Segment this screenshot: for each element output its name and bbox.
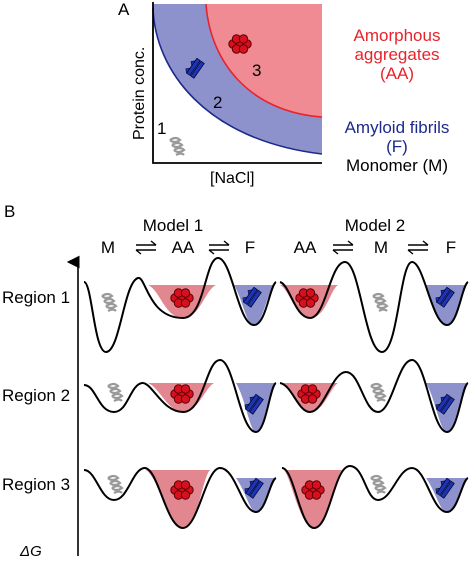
model-1-state-2: AA: [172, 238, 195, 257]
region-number-3: 3: [252, 61, 261, 80]
model-2-state-1: AA: [294, 238, 317, 257]
region-number-2: 2: [213, 93, 222, 112]
y-axis-label: Protein conc.: [131, 47, 148, 140]
energy-curve: [83, 358, 277, 434]
delta-g-label: ΔG: [19, 543, 42, 560]
panel-b-label: B: [4, 202, 15, 221]
aa-well: [284, 470, 342, 528]
energy-curve: [279, 358, 469, 434]
legend-f-line2: (F): [386, 137, 408, 156]
energy-curve: [281, 464, 469, 530]
energy-curve: [83, 466, 277, 530]
model-1-state-1: M: [101, 238, 115, 257]
legend-m: Monomer (M): [346, 156, 448, 175]
energy-landscape-region-2: [83, 358, 469, 434]
region-number-1: 1: [157, 119, 166, 138]
model-2-title: Model 2: [345, 216, 405, 235]
model-1-state-3: F: [245, 238, 255, 257]
monomer-icon: [168, 136, 186, 157]
phase-axes: [152, 2, 322, 164]
region-2-label: Region 2: [2, 386, 70, 405]
phase-diagram: [152, 2, 323, 164]
fibril-boundary: [152, 7, 323, 155]
legend-aa-line2: aggregates: [354, 45, 439, 64]
aggregate-region: [206, 4, 322, 117]
region-3-label: Region 3: [2, 475, 70, 494]
aggregate-boundary: [205, 3, 323, 118]
energy-curve: [279, 260, 469, 354]
model-1-title: Model 1: [143, 216, 203, 235]
legend-aa-line3: (AA): [380, 64, 414, 83]
x-axis-label: [NaCl]: [210, 170, 254, 187]
region-1-label: Region 1: [2, 288, 70, 307]
model-2-state-2: M: [374, 238, 388, 257]
f-well: [234, 285, 274, 325]
model-2-state-3: F: [446, 238, 456, 257]
panel-a-label: A: [118, 0, 130, 19]
energy-curve: [83, 256, 277, 354]
aggregate-icon: [228, 34, 252, 54]
legend-f-line1: Amyloid fibrils: [345, 118, 450, 137]
energy-landscape-region-3: [83, 464, 469, 530]
legend-aa-line1: Amorphous: [354, 26, 441, 45]
energy-landscape-region-1: [83, 256, 469, 354]
equilibrium-arrows: [135, 240, 429, 255]
